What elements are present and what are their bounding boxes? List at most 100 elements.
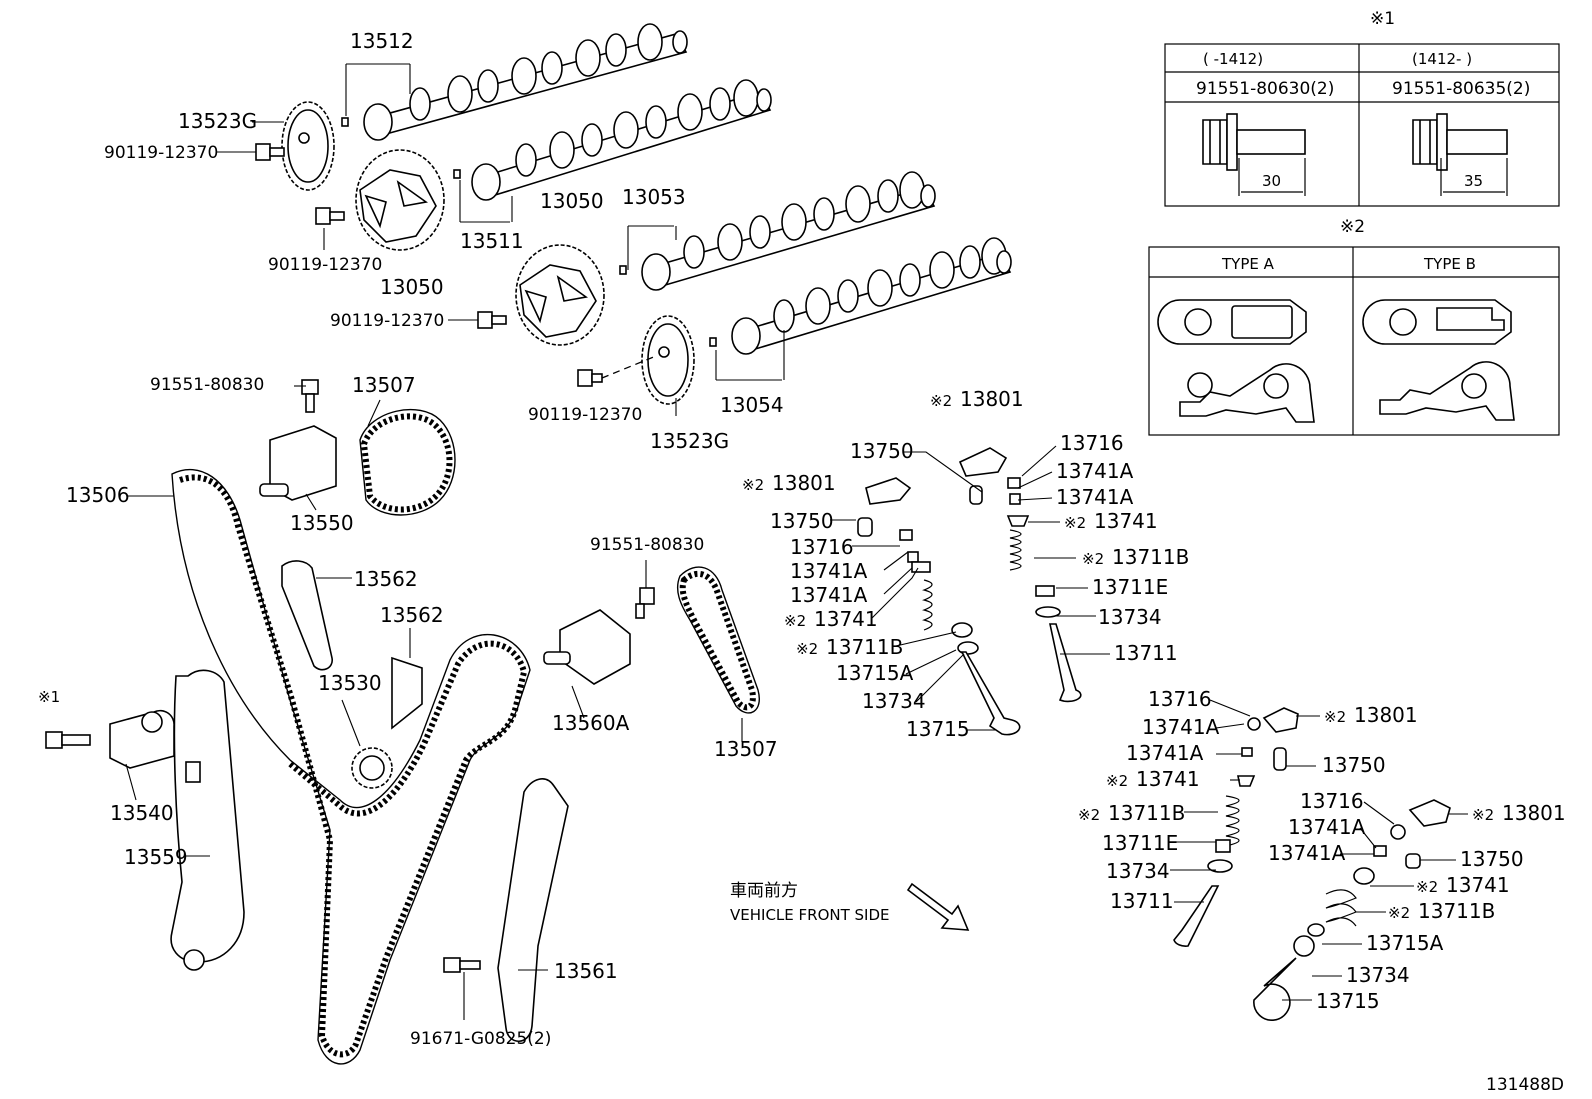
- label-13053: 13053: [622, 185, 686, 209]
- flange-bolt-30-icon: 30: [1202, 113, 1306, 196]
- mark-13801-d: ※2: [1472, 806, 1494, 824]
- label-90119-12370-d: 90119-12370: [528, 405, 642, 425]
- label-13562-b: 13562: [380, 603, 444, 627]
- label-13711E-b: 13711E: [1102, 831, 1178, 855]
- mark-13711B-c: ※2: [1078, 806, 1100, 824]
- bolt-90119-d-icon: [577, 369, 603, 387]
- valve-assembly-right-upper: [1173, 707, 1299, 947]
- label-90119-12370-a: 90119-12370: [104, 143, 218, 163]
- table1-header-left: ( -1412): [1203, 50, 1263, 68]
- label-13734-a: 13734: [1098, 605, 1162, 629]
- flange-bolt-35-icon: 35: [1412, 113, 1508, 196]
- rocker-arm-type-b-icon: [1362, 299, 1515, 421]
- label-13715-b: 13715: [1316, 989, 1380, 1013]
- label-13711B-b: 13711B: [826, 635, 903, 659]
- mark-13801-a: ※2: [930, 392, 952, 410]
- label-13523G-lower: 13523G: [650, 429, 729, 453]
- part-labels: 13512 13523G 90119-12370 90119-12370 130…: [38, 29, 1566, 1095]
- type-b-label: TYPE B: [1423, 255, 1476, 273]
- label-13560A: 13560A: [552, 711, 630, 735]
- chain-slipper-guide-13559: [170, 669, 245, 971]
- label-13711B-c: 13711B: [1108, 801, 1185, 825]
- label-91551-80830-a: 91551-80830: [150, 375, 264, 395]
- label-13512: 13512: [350, 29, 414, 53]
- label-13741-b: 13741: [814, 607, 878, 631]
- label-13550: 13550: [290, 511, 354, 535]
- vvt-gear-13050-upper: [355, 149, 445, 251]
- label-13561: 13561: [554, 959, 618, 983]
- mark-13741-d: ※2: [1416, 878, 1438, 896]
- chain-guide-13562-a: [281, 560, 333, 671]
- type-a-label: TYPE A: [1221, 255, 1275, 273]
- rocker-arm-type-a-icon: [1157, 299, 1315, 423]
- bolt-90119-a-icon: [255, 143, 285, 161]
- crank-sprocket-13530: [351, 747, 393, 789]
- label-13801-d: 13801: [1502, 801, 1566, 825]
- label-13559: 13559: [124, 845, 188, 869]
- diagram-code: 131488D: [1486, 1075, 1564, 1095]
- mark-13801-b: ※2: [742, 476, 764, 494]
- camshaft-13511: [453, 79, 772, 201]
- label-13750-b: 13750: [770, 509, 834, 533]
- valve-assembly-center-right: [958, 447, 1082, 703]
- table1-dim-right: 35: [1464, 172, 1483, 190]
- label-13801-a: 13801: [960, 387, 1024, 411]
- valve-assembly-right-lower: [1253, 799, 1451, 1021]
- label-13562-a: 13562: [354, 567, 418, 591]
- bolt-91551-a-icon: [301, 379, 319, 413]
- label-13801-c: 13801: [1354, 703, 1418, 727]
- label-13741A-f: 13741A: [1126, 741, 1204, 765]
- label-91551-80830-b: 91551-80830: [590, 535, 704, 555]
- mark-13741-a: ※2: [1064, 514, 1086, 532]
- label-13711B-d: 13711B: [1418, 899, 1495, 923]
- note-2-mark: ※2: [1340, 217, 1365, 237]
- label-13540: 13540: [110, 801, 174, 825]
- label-13711B-a: 13711B: [1112, 545, 1189, 569]
- direction-jp: 車両前方: [730, 881, 798, 901]
- vvt-gear-13050-lower: [515, 244, 605, 346]
- bolt-90119-b-icon: [315, 207, 345, 225]
- label-13716-d: 13716: [1300, 789, 1364, 813]
- label-13741-d: 13741: [1446, 873, 1510, 897]
- label-13734-d: 13734: [1346, 963, 1410, 987]
- bolt-91551-b-icon: [635, 587, 655, 619]
- label-13741A-d: 13741A: [790, 583, 868, 607]
- label-13741-c: 13741: [1136, 767, 1200, 791]
- timing-chain-13507-lower: [676, 566, 760, 714]
- bolt-note1-icon: [45, 731, 91, 749]
- label-13741A-e: 13741A: [1142, 715, 1220, 739]
- timing-chain-13507-upper: [359, 408, 456, 516]
- bolt-90119-c-icon: [477, 311, 507, 329]
- camshaft-13054: [709, 237, 1012, 355]
- label-13715A-a: 13715A: [836, 661, 914, 685]
- mark-13711B-d: ※2: [1388, 904, 1410, 922]
- label-91671-G0825: 91671-G0825(2): [410, 1029, 551, 1049]
- table1-header-right: (1412- ): [1412, 50, 1472, 68]
- chain-guide-13562-b: [391, 656, 423, 730]
- mark-13741-c: ※2: [1106, 772, 1128, 790]
- vehicle-front-arrow-icon: [906, 882, 970, 931]
- label-90119-12370-b: 90119-12370: [268, 255, 382, 275]
- label-13741A-h: 13741A: [1268, 841, 1346, 865]
- label-13716-c: 13716: [1148, 687, 1212, 711]
- label-13741A-c: 13741A: [790, 559, 868, 583]
- label-90119-12370-c: 90119-12370: [330, 311, 444, 331]
- cam-sprocket-13523G-lower: [641, 315, 695, 405]
- table1-part-right: 91551-80635(2): [1392, 79, 1530, 99]
- label-13741A-a: 13741A: [1056, 459, 1134, 483]
- camshaft-13053: [619, 171, 936, 291]
- label-13750-a: 13750: [850, 439, 914, 463]
- valve-assembly-center-left: [857, 477, 1021, 736]
- label-13750-c: 13750: [1322, 753, 1386, 777]
- label-13511: 13511: [460, 229, 524, 253]
- chain-tensioner-13550: [259, 425, 337, 501]
- chain-guide-13561: [497, 778, 569, 1043]
- label-13741-a: 13741: [1094, 509, 1158, 533]
- timing-chain-13506: [171, 468, 531, 1065]
- table1-part-left: 91551-80630(2): [1196, 79, 1334, 99]
- label-13711-b: 13711: [1110, 889, 1174, 913]
- note-2-rocker-type-table: ※2 TYPE A TYPE B: [1148, 217, 1560, 436]
- label-13801-b: 13801: [772, 471, 836, 495]
- leader-lines: [125, 63, 1468, 1020]
